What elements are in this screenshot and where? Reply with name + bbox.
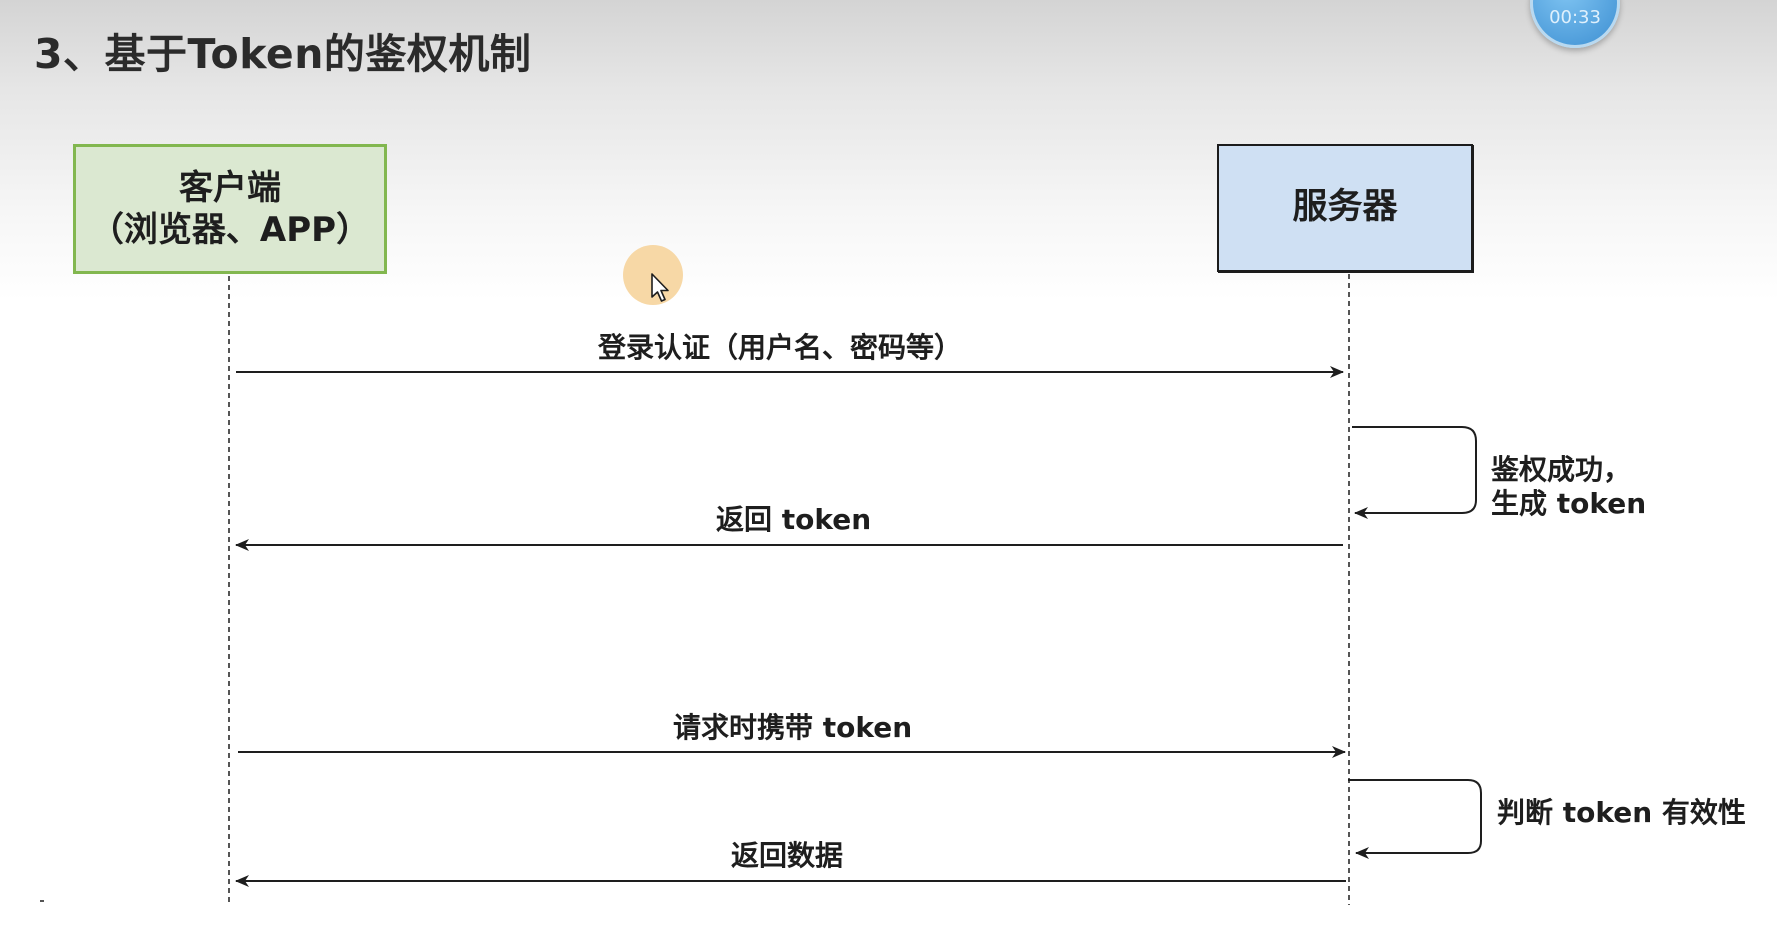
validate-self-arrow: [1348, 779, 1482, 859]
timer-text: 00:33: [1549, 7, 1601, 28]
mouse-cursor-icon: [651, 273, 669, 302]
validate-token-note: 判断 token 有效性: [1497, 796, 1746, 829]
generate-token-line: 生成 token: [1491, 486, 1647, 520]
actor-client: 客户端 （浏览器、APP）: [73, 144, 387, 274]
actor-server: 服务器: [1217, 144, 1473, 272]
return-token-label: 返回 token: [716, 503, 872, 536]
return-data-label: 返回数据: [731, 839, 844, 872]
edge-mark: [40, 900, 44, 902]
auth-success-line: 鉴权成功，: [1491, 453, 1632, 486]
actor-client-sublabel: （浏览器、APP）: [89, 210, 371, 250]
auth-success-note: 鉴权成功， 生成 token: [1491, 453, 1646, 520]
login-message-label: 登录认证（用户名、密码等）: [598, 331, 963, 364]
auth-self-arrow: [1352, 426, 1477, 519]
mouse-cursor: [623, 245, 683, 305]
request-with-token-label: 请求时携带 token: [673, 711, 913, 744]
actor-client-label: 客户端: [179, 167, 281, 208]
actor-server-label: 服务器: [1292, 187, 1398, 228]
page-title: 3、基于Token的鉴权机制: [34, 30, 532, 78]
